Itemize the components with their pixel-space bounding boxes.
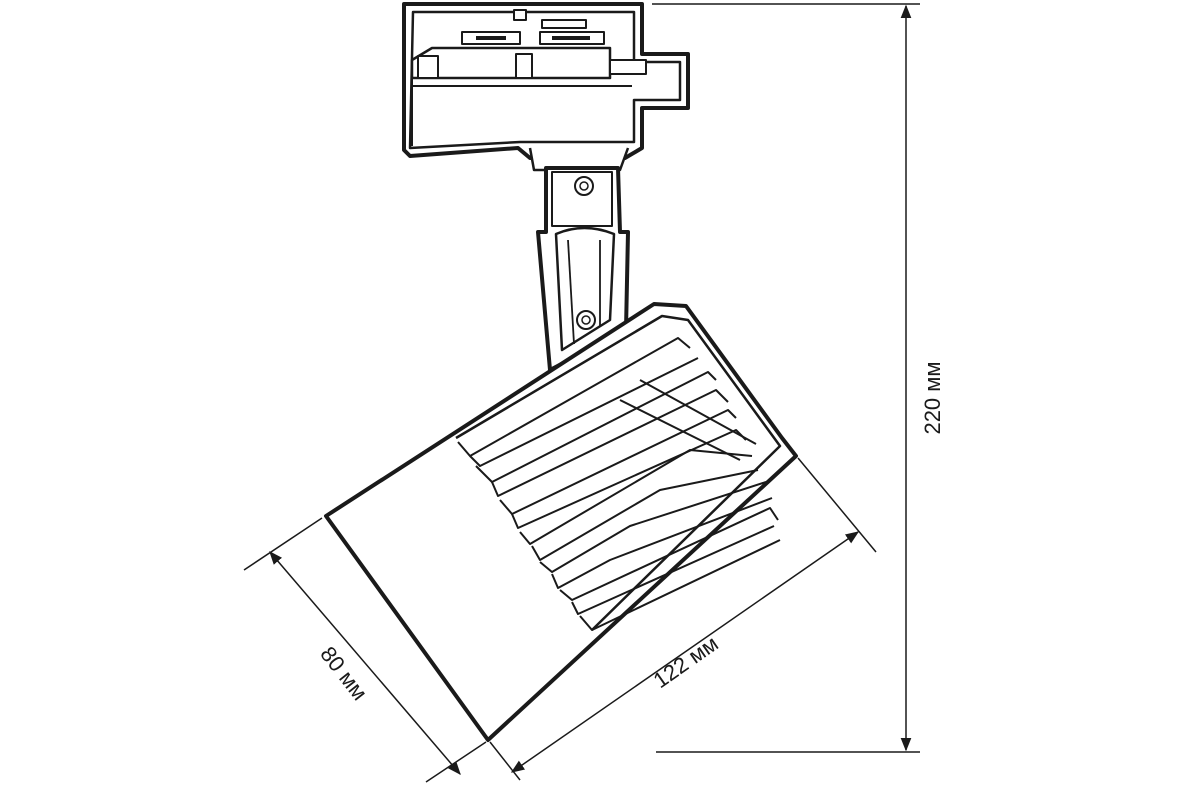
height-label: 220 мм	[920, 361, 945, 434]
length-dimension-line	[510, 531, 860, 773]
width-extension-bottom	[425, 741, 487, 783]
length-dimension	[489, 457, 877, 781]
width-label: 80 мм	[315, 642, 372, 705]
track-adapter-icon	[402, 2, 690, 172]
length-label: 122 мм	[649, 631, 723, 693]
width-extension-top	[243, 517, 323, 571]
length-extension-left	[489, 741, 521, 781]
width-dimension-line	[269, 550, 461, 776]
width-dimension	[243, 517, 487, 783]
spotlight-head-icon	[324, 302, 798, 742]
length-extension-right	[797, 457, 877, 553]
